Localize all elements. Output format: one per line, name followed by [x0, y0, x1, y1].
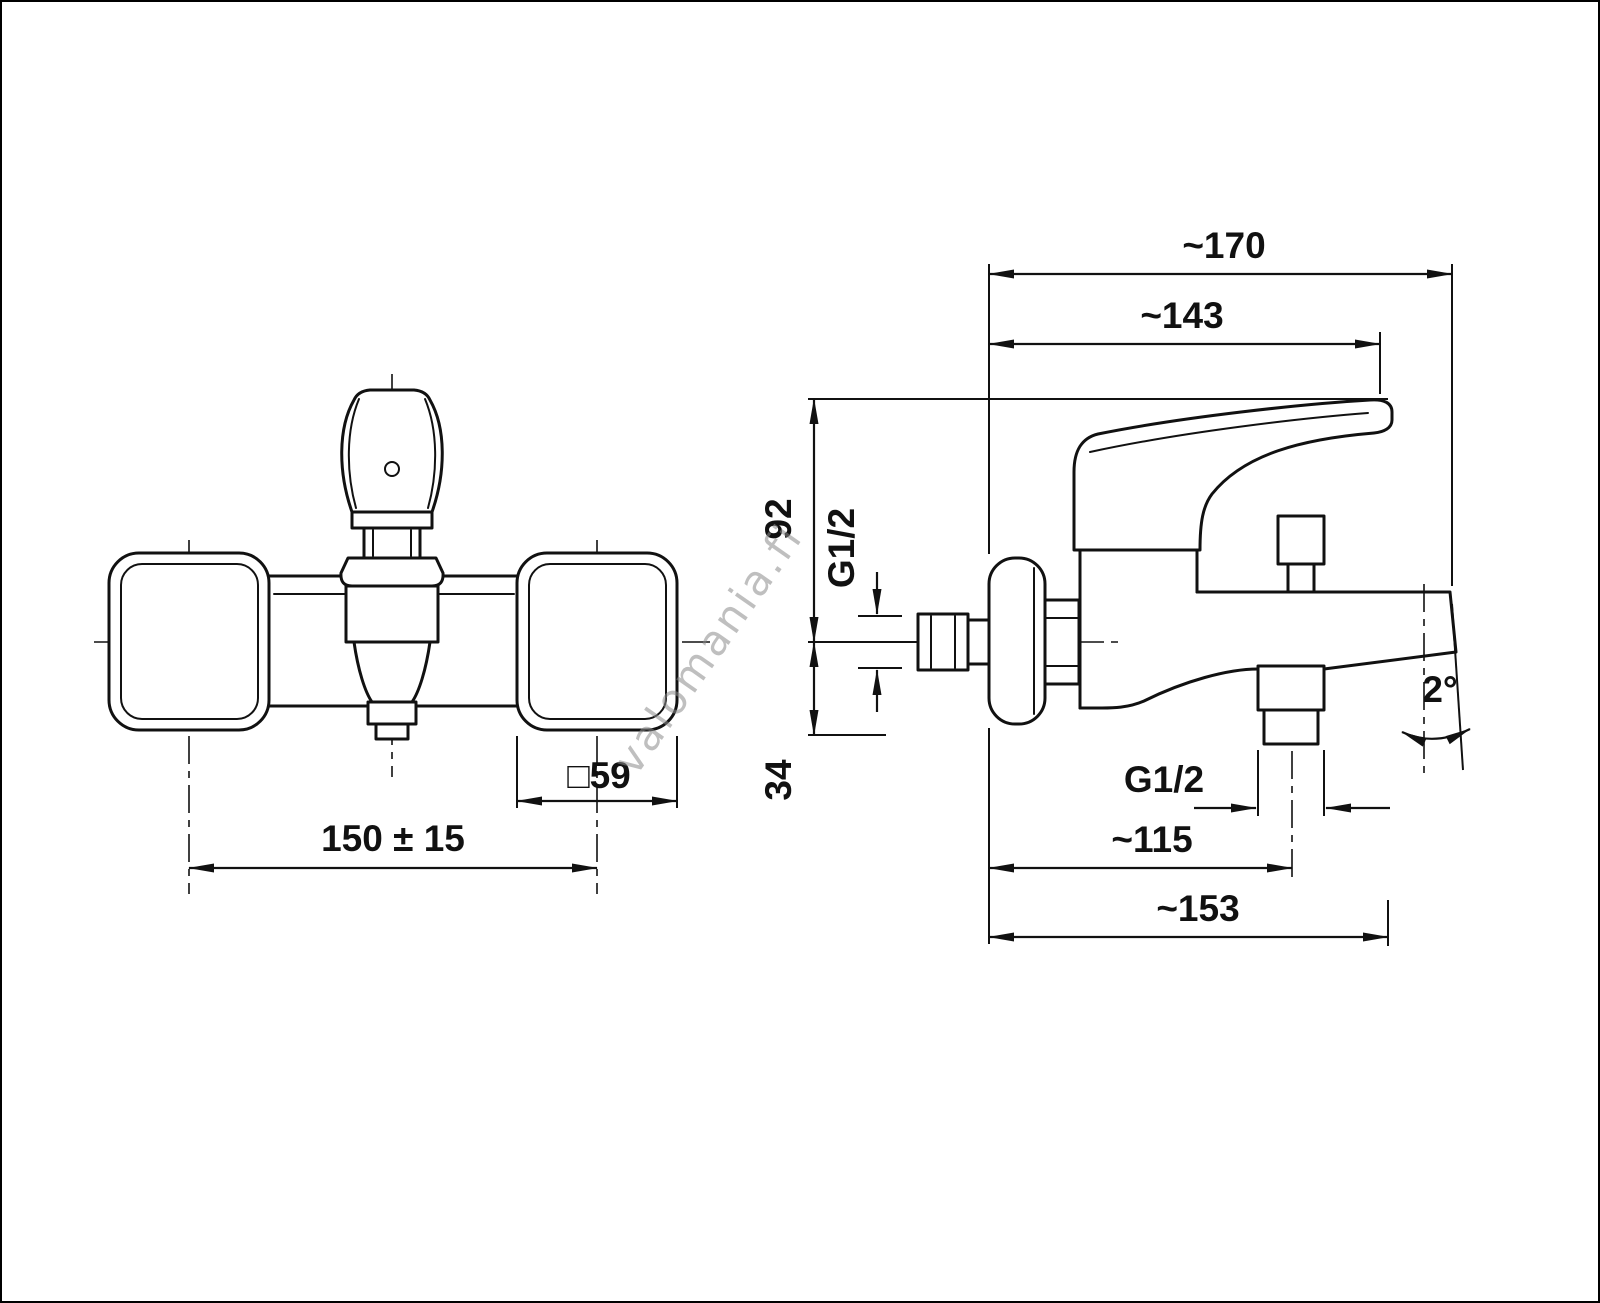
mount-spacing-label: 150 ± 15 [321, 818, 465, 859]
side-flange [987, 556, 1047, 726]
side-wall-nut-facets [930, 615, 956, 669]
wall-thread-ticks [858, 615, 902, 669]
spout-thread-ticks [1257, 750, 1325, 816]
side-wall-stem [966, 618, 991, 666]
front-stem-ticks [372, 529, 412, 557]
side-spout-underside [1078, 667, 1260, 710]
esc-size-extensions [516, 736, 678, 808]
body-width-label: ~143 [1140, 295, 1223, 336]
height-above-label: 92 [758, 498, 799, 539]
total-width-label: ~170 [1182, 225, 1265, 266]
front-dimensions: □59 150 ± 15 [188, 736, 678, 873]
side-aerator-top [1256, 664, 1326, 712]
side-mounting-boss [1043, 598, 1081, 686]
front-aerator-top [366, 700, 418, 726]
side-dimensions: ~170 ~143 92 34 G1/2 G1/2 ~115 ~153 [758, 225, 1471, 946]
side-aerator-bottom [1262, 708, 1320, 746]
front-right-escutcheon [515, 551, 679, 732]
front-view [94, 374, 710, 894]
side-boss-rings [1044, 617, 1080, 667]
front-left-escutcheon-inner [120, 563, 259, 720]
height-above-extensions [808, 398, 1388, 643]
front-handle-hole [384, 461, 400, 477]
side-handle-bevel [1089, 412, 1369, 453]
front-handle-knob [340, 388, 444, 514]
front-handle-bevels [347, 398, 437, 509]
height-below-label: 34 [758, 759, 799, 801]
front-right-escutcheon-inner [528, 563, 667, 720]
reach-label: ~115 [1111, 819, 1192, 860]
esc-size-label: □59 [567, 755, 631, 796]
angle-label: 2° [1422, 669, 1457, 710]
side-view [880, 398, 1458, 882]
side-handle-lever [1072, 398, 1394, 552]
front-spout [352, 640, 432, 704]
front-left-escutcheon [107, 551, 271, 732]
side-shower-port-stem [1286, 562, 1316, 594]
depth-label: ~153 [1156, 888, 1239, 929]
front-base-flare [339, 556, 445, 588]
front-collar [350, 510, 434, 530]
side-wall-nut [916, 612, 970, 672]
side-deck-outline [1195, 590, 1458, 671]
angle-arc [1401, 728, 1471, 747]
spout-thread-label: G1/2 [1124, 759, 1204, 800]
side-shower-port [1276, 514, 1326, 566]
front-cartridge-body [344, 584, 440, 644]
wall-thread-label: G1/2 [821, 508, 862, 588]
front-aerator-bottom [374, 722, 410, 741]
total-width-extensions [988, 264, 1453, 586]
